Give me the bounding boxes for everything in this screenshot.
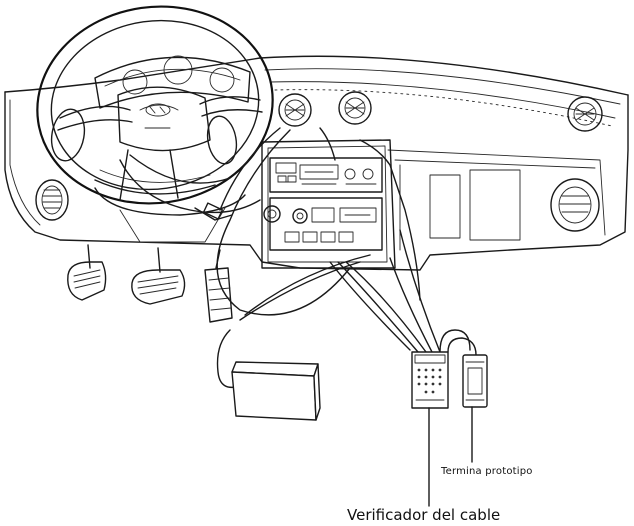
steering-wheel <box>36 5 274 205</box>
right-round-vent <box>567 96 603 132</box>
center-vent-right <box>338 91 372 125</box>
center-console <box>261 139 396 269</box>
radio-unit <box>269 157 383 193</box>
prototype-terminal-label: Termina prototipo <box>441 466 533 477</box>
right-side-vent <box>550 178 600 232</box>
control-module-box <box>231 361 321 421</box>
steering-column <box>94 187 246 243</box>
dashboard <box>4 55 629 271</box>
cable-checker-device <box>411 351 449 409</box>
callout-lines <box>428 406 473 507</box>
clutch-pedal <box>67 244 107 301</box>
accelerator-pedal <box>204 249 233 323</box>
checker-leds <box>417 368 442 394</box>
climate-controls <box>263 197 383 251</box>
left-side-vent <box>35 179 69 221</box>
brake-pedal <box>131 247 186 305</box>
prototype-terminal-connector <box>462 354 488 408</box>
center-vent-left <box>278 93 312 127</box>
cable-checker-label: Verificador del cable <box>347 506 501 524</box>
instrument-cluster <box>94 55 251 109</box>
cable-harness <box>119 127 477 389</box>
